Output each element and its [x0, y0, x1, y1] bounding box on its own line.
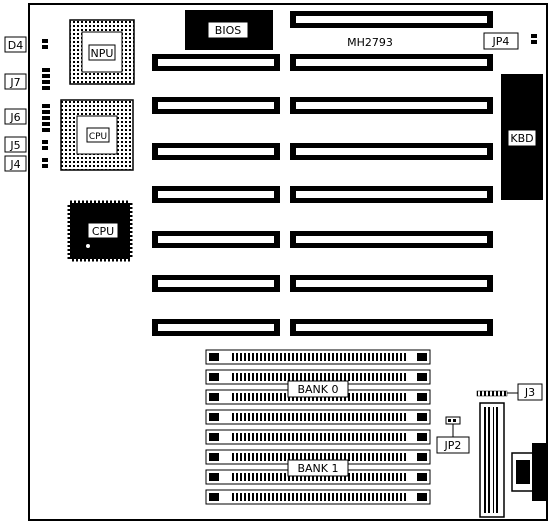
j4-label: J4	[9, 158, 20, 171]
expansion-slot	[290, 231, 493, 248]
expansion-slot	[290, 143, 493, 160]
simm-socket	[205, 429, 431, 445]
board-model-label: MH2793	[347, 36, 393, 49]
jp2-label: JP2	[444, 439, 462, 452]
bios-label: BIOS	[215, 24, 241, 37]
keyboard-controller-chip: KBD	[501, 74, 543, 200]
simm-socket	[205, 489, 431, 505]
jp4-header: JP4	[483, 32, 537, 50]
bios-chip: BIOS	[185, 10, 273, 50]
simm-socket	[205, 409, 431, 425]
expansion-slot	[290, 97, 493, 114]
expansion-slot	[152, 97, 280, 114]
j3-label: J3	[524, 386, 535, 399]
d4-label: D4	[8, 39, 23, 52]
cpu-socket: CPU	[60, 99, 134, 171]
j6-header: J6	[4, 104, 50, 132]
jp2-header: JP2	[436, 416, 470, 454]
cpu-socket-label: CPU	[89, 132, 107, 142]
simm-socket	[205, 349, 431, 365]
simm-sockets	[205, 349, 431, 505]
expansion-slot	[290, 275, 493, 292]
j3-header: J3	[476, 383, 543, 401]
jp4-label: JP4	[492, 35, 510, 48]
expansion-slot	[290, 186, 493, 203]
npu-socket: NPU	[69, 19, 135, 85]
expansion-slot	[152, 319, 280, 336]
expansion-slot	[290, 54, 493, 71]
j7-header: J7	[4, 68, 50, 90]
j6-label: J6	[9, 111, 20, 124]
bank0-label: BANK 0	[297, 383, 338, 396]
d4-header: D4	[4, 36, 48, 53]
keyboard-connector	[511, 443, 546, 501]
cpu-chip-label: CPU	[92, 225, 114, 238]
expansion-slot	[152, 54, 280, 71]
npu-label: NPU	[91, 47, 114, 60]
expansion-slot	[152, 231, 280, 248]
expansion-slots-right	[290, 11, 493, 336]
j4-header: J4	[4, 155, 48, 172]
simm-socket	[205, 449, 431, 465]
cpu-chip: CPU	[67, 200, 133, 262]
expansion-slot	[152, 143, 280, 160]
expansion-slots-left	[152, 54, 280, 336]
j5-label: J5	[9, 139, 20, 152]
j5-header: J5	[4, 136, 48, 153]
j7-label: J7	[9, 76, 20, 89]
expansion-slot	[152, 275, 280, 292]
expansion-slot	[290, 319, 493, 336]
kbd-label: KBD	[510, 132, 533, 145]
bank1-label: BANK 1	[297, 462, 338, 475]
expansion-slot	[152, 186, 280, 203]
power-connector	[479, 402, 505, 518]
expansion-slot	[290, 11, 493, 28]
